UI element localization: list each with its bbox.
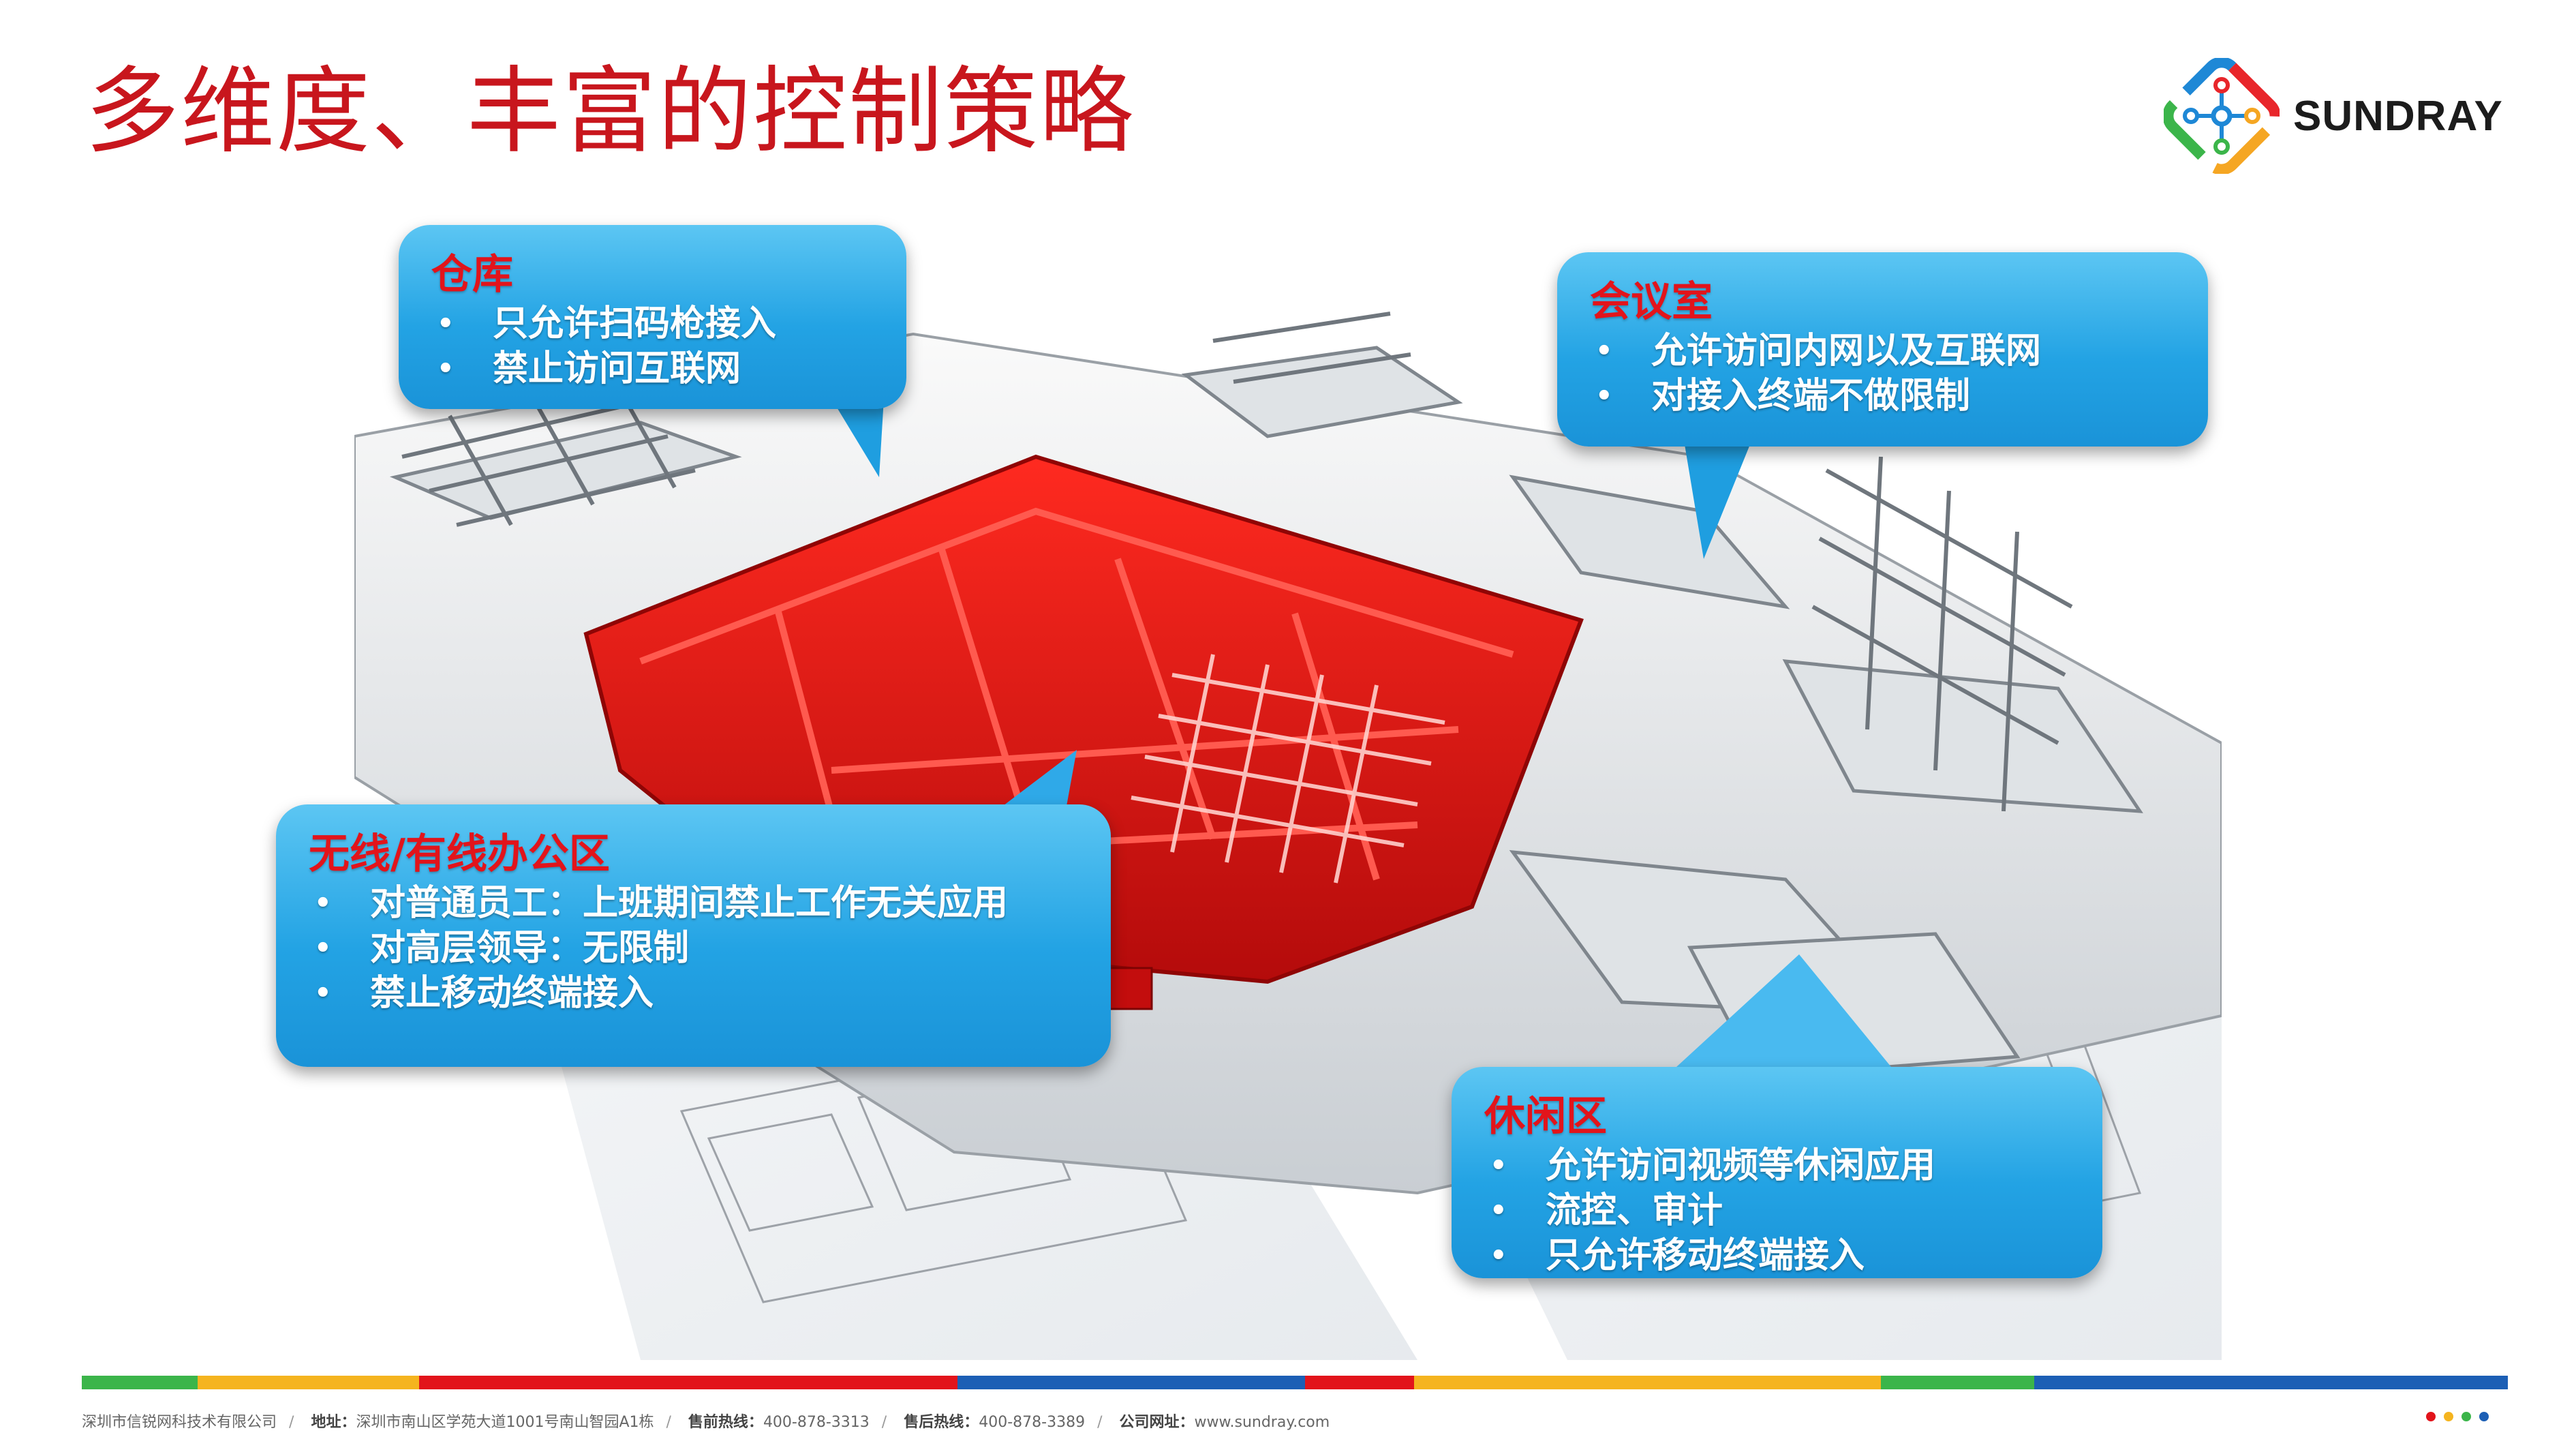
sundray-logo: SUNDRAY: [2164, 58, 2518, 174]
brand-name: SUNDRAY: [2293, 93, 2503, 140]
page-title: 多维度、丰富的控制策略: [85, 57, 1135, 166]
stripe-segment: [957, 1376, 1305, 1389]
footer-aftersale-phone: 400-878-3389: [979, 1414, 1086, 1431]
list-item: 允许访问视频等休闲应用: [1484, 1143, 2070, 1188]
dot-red: [2426, 1412, 2436, 1421]
footer-company: 深圳市信锐网科技术有限公司: [82, 1414, 277, 1431]
list-item: 只允许移动终端接入: [1484, 1233, 2070, 1278]
list-item: 禁止移动终端接入: [309, 971, 1078, 1016]
list-item: 对接入终端不做限制: [1590, 374, 2175, 419]
footer-info: 深圳市信锐网科技术有限公司/ 地址：深圳市南山区学苑大道1001号南山智园A1栋…: [82, 1414, 1330, 1431]
list-item: 只允许扫码枪接入: [431, 301, 874, 346]
meeting-room-title: 会议室: [1590, 278, 1713, 326]
stripe-segment: [1414, 1376, 1881, 1389]
lounge-list: 允许访问视频等休闲应用 流控、审计 只允许移动终端接入: [1484, 1143, 2070, 1278]
office-title: 无线/有线办公区: [309, 830, 610, 878]
meeting-room-callout: 会议室 允许访问内网以及互联网 对接入终端不做限制: [1557, 252, 2208, 447]
list-item: 对高层领导：无限制: [309, 926, 1078, 971]
list-item: 允许访问内网以及互联网: [1590, 329, 2175, 374]
stripe-segment: [1305, 1376, 1414, 1389]
list-item: 对普通员工：上班期间禁止工作无关应用: [309, 881, 1078, 926]
dot-yellow: [2444, 1412, 2453, 1421]
office-list: 对普通员工：上班期间禁止工作无关应用 对高层领导：无限制 禁止移动终端接入: [309, 881, 1078, 1016]
stripe-segment: [1881, 1376, 2034, 1389]
sundray-logo-icon: [2164, 58, 2280, 174]
footer-aftersale-label: 售后热线：: [904, 1414, 979, 1431]
stripe-segment: [2034, 1376, 2508, 1389]
footer-presale-phone: 400-878-3313: [763, 1414, 870, 1431]
office-callout: 无线/有线办公区 对普通员工：上班期间禁止工作无关应用 对高层领导：无限制 禁止…: [276, 804, 1111, 1067]
warehouse-callout: 仓库 只允许扫码枪接入 禁止访问互联网: [399, 225, 906, 409]
footer-web-label: 公司网址：: [1119, 1414, 1195, 1431]
meeting-room-list: 允许访问内网以及互联网 对接入终端不做限制: [1590, 329, 2175, 419]
warehouse-list: 只允许扫码枪接入 禁止访问互联网: [431, 301, 874, 391]
footer-address: 深圳市南山区学苑大道1001号南山智园A1栋: [356, 1414, 654, 1431]
dot-green: [2462, 1412, 2471, 1421]
list-item: 禁止访问互联网: [431, 346, 874, 391]
dot-blue: [2479, 1412, 2489, 1421]
list-item: 流控、审计: [1484, 1188, 2070, 1233]
footer-website-link[interactable]: www.sundray.com: [1194, 1414, 1330, 1431]
stripe-segment: [198, 1376, 419, 1389]
stripe-segment: [82, 1376, 198, 1389]
footer-dots: [2426, 1411, 2497, 1424]
stripe-segment: [419, 1376, 957, 1389]
warehouse-title: 仓库: [431, 251, 513, 299]
footer-color-stripe: [82, 1376, 2508, 1389]
footer-address-label: 地址：: [311, 1414, 356, 1431]
footer-presale-label: 售前热线：: [688, 1414, 763, 1431]
lounge-title: 休闲区: [1484, 1093, 1607, 1141]
lounge-callout: 休闲区 允许访问视频等休闲应用 流控、审计 只允许移动终端接入: [1452, 1067, 2102, 1278]
